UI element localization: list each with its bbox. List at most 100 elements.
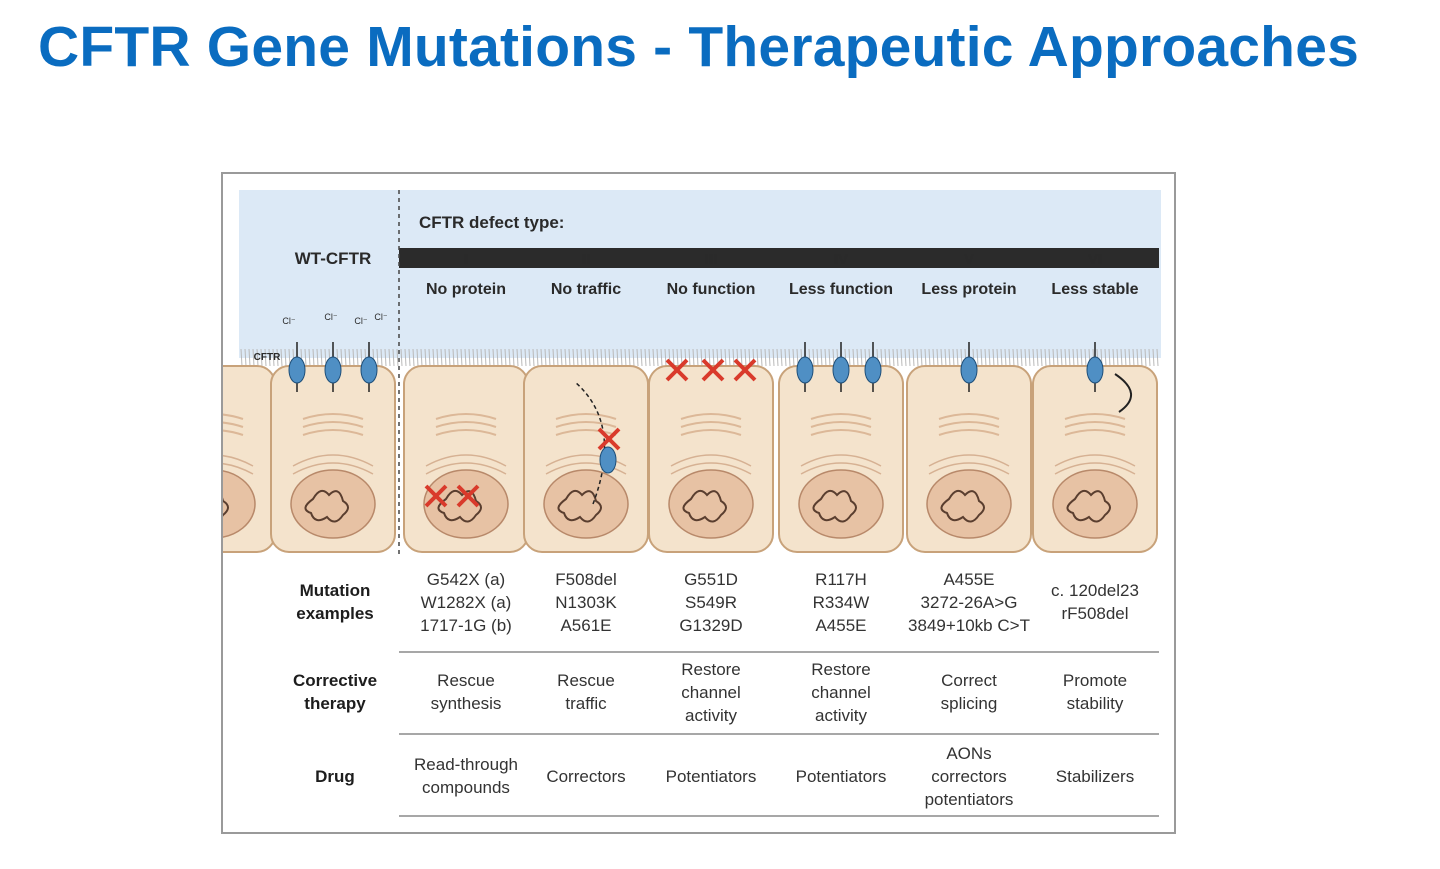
class-drug-cell-line: Read-through bbox=[414, 755, 518, 774]
unstable-channel bbox=[1086, 342, 1104, 392]
cilium bbox=[396, 348, 399, 367]
golgi-stripe bbox=[555, 421, 617, 428]
class-mutations-cell-line: A455E bbox=[815, 615, 867, 635]
cilium bbox=[632, 348, 635, 367]
cilium bbox=[468, 348, 471, 367]
defect-label: No protein bbox=[426, 281, 506, 298]
cilium bbox=[620, 348, 623, 367]
class-therapy-cell-line: activity bbox=[685, 705, 737, 725]
cilium bbox=[320, 348, 323, 367]
cilium bbox=[660, 348, 663, 367]
cross-stroke bbox=[733, 358, 757, 382]
cilium bbox=[452, 348, 455, 367]
epithelial-cell bbox=[778, 365, 904, 553]
cilium bbox=[416, 348, 419, 367]
cilium bbox=[352, 348, 355, 367]
cftr-tag: CFTR bbox=[254, 352, 281, 363]
cilium bbox=[792, 348, 795, 367]
cilium bbox=[812, 348, 815, 367]
er-line bbox=[670, 462, 752, 475]
class-mutations-cell-line: S549R bbox=[685, 592, 737, 612]
cilium bbox=[564, 348, 567, 367]
chromatin bbox=[1066, 489, 1111, 523]
class-drug-cell-line: Stabilizers bbox=[1055, 766, 1135, 786]
cilium bbox=[664, 348, 667, 367]
cilium bbox=[284, 348, 287, 367]
cilium bbox=[404, 348, 407, 367]
cilium bbox=[780, 348, 783, 367]
cilium bbox=[824, 348, 827, 367]
cilium bbox=[248, 348, 251, 367]
class-therapy-cell-line: channel bbox=[811, 682, 871, 702]
class-therapy-cell-line: Promote bbox=[1062, 671, 1128, 690]
defect-label: Less protein bbox=[921, 281, 1016, 298]
cilium bbox=[420, 348, 423, 367]
class-therapy-cell-line: traffic bbox=[565, 694, 607, 713]
epithelial-cell bbox=[1032, 365, 1158, 553]
cilium bbox=[1116, 348, 1119, 367]
cilium bbox=[1144, 348, 1147, 367]
er-line bbox=[928, 454, 1010, 467]
cilium bbox=[272, 348, 275, 367]
class-therapy-cell-line: Correct bbox=[941, 671, 997, 690]
class-therapy-cell-line: activity bbox=[815, 705, 867, 725]
cilium bbox=[356, 348, 359, 367]
cilium bbox=[348, 348, 351, 367]
cilium bbox=[508, 348, 511, 367]
cilium bbox=[676, 348, 679, 367]
cftr-channel-icon bbox=[832, 356, 850, 384]
cilium bbox=[640, 348, 643, 367]
cilium bbox=[1040, 348, 1043, 367]
class-therapy-cell-line: Rescue bbox=[557, 671, 615, 690]
cilium bbox=[1000, 348, 1003, 367]
cilium bbox=[536, 348, 539, 367]
er-line bbox=[800, 454, 882, 467]
nucleus bbox=[290, 469, 376, 539]
row-label-therapy-line: therapy bbox=[304, 694, 366, 713]
cilium bbox=[1028, 348, 1031, 367]
class-mutations-cell-line: G1329D bbox=[679, 615, 743, 635]
chromatin bbox=[812, 489, 857, 523]
cilium bbox=[464, 348, 467, 367]
cilium bbox=[852, 348, 855, 367]
cilium bbox=[608, 348, 611, 367]
cilium bbox=[500, 348, 503, 367]
cilium bbox=[1056, 348, 1059, 367]
cilium bbox=[884, 348, 887, 367]
class-therapy-cell-line: splicing bbox=[940, 694, 998, 713]
cilium bbox=[856, 348, 859, 367]
class-drug-cell-line: potentiators bbox=[924, 789, 1014, 809]
class-therapy-cell-line: Restore bbox=[681, 659, 741, 679]
cilium bbox=[244, 348, 247, 367]
cilium bbox=[304, 348, 307, 367]
cilium bbox=[732, 348, 735, 367]
class-mutations-cell: G542X (a)W1282X (a)1717-1G (b) bbox=[396, 568, 536, 637]
cilium bbox=[456, 348, 459, 367]
golgi-stripe bbox=[223, 429, 244, 436]
cilium bbox=[700, 348, 703, 367]
cilium bbox=[848, 348, 851, 367]
cilium bbox=[1136, 348, 1139, 367]
cilium bbox=[1120, 348, 1123, 367]
cilium bbox=[936, 348, 939, 367]
golgi-stripe bbox=[810, 413, 872, 420]
class-drug-cell-line: compounds bbox=[422, 778, 510, 797]
cilium bbox=[520, 348, 523, 367]
cilium bbox=[492, 348, 495, 367]
cilium bbox=[1128, 348, 1131, 367]
cilium bbox=[556, 348, 559, 367]
cilium bbox=[316, 348, 319, 367]
cilium bbox=[1036, 348, 1039, 367]
er-line bbox=[425, 454, 507, 467]
cilium bbox=[984, 348, 987, 367]
cilium bbox=[880, 348, 883, 367]
class-mutations-cell-line: W1282X (a) bbox=[420, 592, 512, 612]
reduced-quantity-channel bbox=[960, 342, 978, 392]
cilium bbox=[260, 348, 263, 367]
cftr-channel-icon bbox=[960, 356, 978, 384]
wt-channel bbox=[360, 342, 378, 392]
cilium bbox=[980, 348, 983, 367]
cilium bbox=[1152, 348, 1155, 367]
